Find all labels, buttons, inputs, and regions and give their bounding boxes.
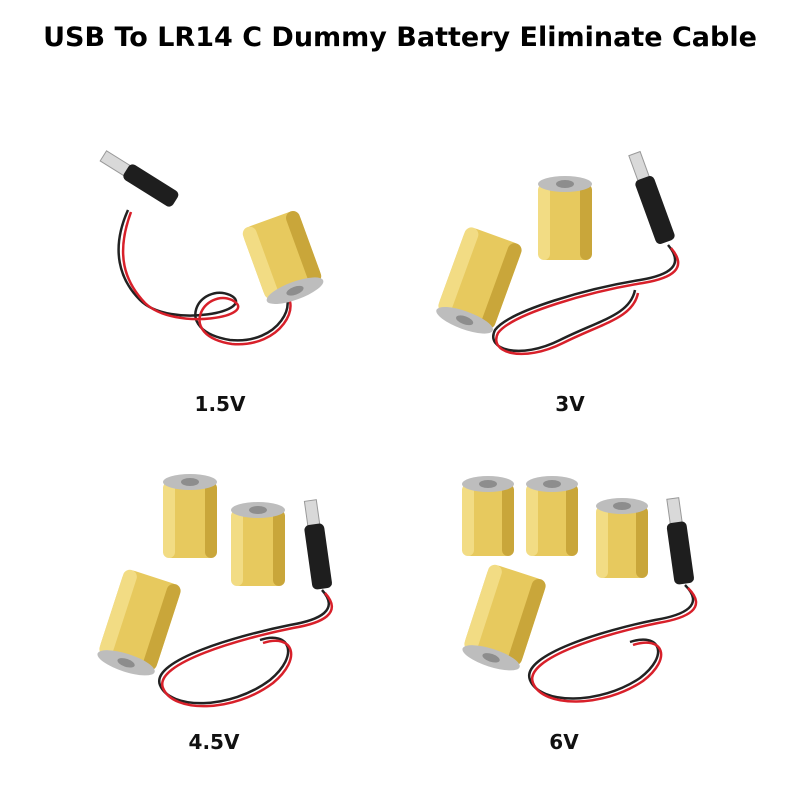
usb-connector-icon: [666, 497, 694, 585]
usb-connector-icon: [628, 150, 675, 244]
variant-panel-4-5v: 4.5V: [0, 420, 400, 780]
variant-panel-6v: 6V: [400, 420, 800, 780]
voltage-label: 3V: [555, 392, 585, 416]
battery-icon: [163, 474, 217, 558]
battery-icon: [596, 498, 648, 578]
battery-icon: [538, 176, 592, 260]
product-photo-4-5v: [97, 474, 333, 708]
voltage-label: 1.5V: [194, 392, 246, 416]
cable: [528, 584, 695, 700]
product-photo-3v: [436, 150, 680, 356]
usb-connector-icon: [303, 499, 332, 590]
cable: [492, 244, 677, 353]
voltage-label: 6V: [549, 730, 579, 754]
battery-icon: [436, 227, 522, 334]
battery-icon: [242, 211, 324, 305]
battery-icon: [462, 564, 546, 671]
cable: [158, 589, 330, 705]
product-photo-1-5v: [99, 150, 324, 346]
product-photo-6v: [462, 476, 698, 703]
battery-icon: [231, 502, 285, 586]
battery-icon: [97, 569, 181, 676]
battery-icon: [462, 476, 514, 556]
voltage-label: 4.5V: [188, 730, 240, 754]
page-title: USB To LR14 C Dummy Battery Eliminate Ca…: [43, 22, 757, 53]
variant-panel-1-5v: 1.5V: [0, 60, 400, 420]
cable: [117, 209, 289, 342]
battery-icon: [526, 476, 578, 556]
variant-panel-3v: 3V: [400, 60, 800, 420]
usb-connector-icon: [99, 150, 179, 207]
